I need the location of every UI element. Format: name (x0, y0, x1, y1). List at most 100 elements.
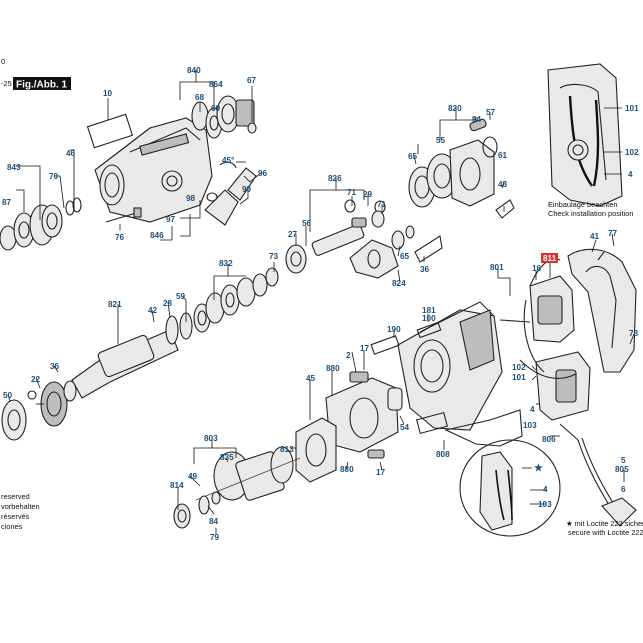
callout-16: 16 (532, 264, 542, 273)
callout-17a: 17 (360, 344, 370, 353)
callout-61: 61 (498, 151, 508, 160)
callout-843: 843 (7, 163, 21, 172)
callout-41: 41 (590, 232, 600, 241)
callout-50: 50 (3, 391, 13, 400)
installation-inset (547, 63, 623, 207)
callout-811-highlight: 811 (541, 253, 558, 263)
callout-811: 811 (543, 254, 557, 263)
callout-97: 97 (166, 215, 176, 224)
guide-tube-set (285, 199, 443, 279)
page-code: -25 (1, 79, 12, 88)
callout-6: 6 (621, 485, 626, 494)
switch-housing (499, 275, 591, 421)
callout-102b: 102 (512, 363, 526, 372)
install-note-en: Check installation position (548, 209, 633, 218)
callout-59: 59 (176, 292, 186, 301)
callout-880a: 880 (326, 364, 340, 373)
gear-head-housing (94, 117, 213, 223)
callout-46: 46 (66, 149, 76, 158)
callout-29: 29 (363, 190, 373, 199)
callout-94: 94 (472, 115, 482, 124)
callout-42: 42 (148, 306, 158, 315)
callout-864: 864 (209, 80, 223, 89)
callout-801: 801 (490, 263, 504, 272)
armature (195, 446, 301, 501)
chuck-parts-left (0, 197, 82, 251)
callout-880b: 880 (340, 465, 354, 474)
callout-65a: 65 (400, 252, 410, 261)
callout-10: 10 (103, 89, 113, 98)
callout-36b: 36 (50, 362, 60, 371)
callout-821: 821 (108, 300, 122, 309)
label-plate-10 (86, 113, 134, 149)
callout-56: 56 (302, 219, 312, 228)
callout-17b: 17 (376, 468, 386, 477)
callout-54: 54 (400, 423, 410, 432)
callout-826: 826 (328, 174, 342, 183)
callout-806: 806 (542, 435, 556, 444)
callout-190: 190 (387, 325, 401, 334)
callout-832: 832 (219, 259, 233, 268)
callout-4c: 4 (543, 485, 548, 494)
callout-805: 805 (615, 465, 629, 474)
install-note-de: Einbaulage beachten (548, 200, 617, 209)
callout-77: 77 (608, 229, 618, 238)
callout-67: 67 (247, 76, 257, 85)
callout-70: 70 (49, 172, 59, 181)
callout-55: 55 (436, 136, 446, 145)
fig-label: Fig./Abb. 1 (16, 80, 68, 91)
callout-78: 78 (629, 329, 639, 338)
callout-99: 99 (242, 185, 252, 194)
callout-22: 22 (31, 375, 41, 384)
callout-98: 98 (186, 194, 196, 203)
loctite-inset (459, 439, 561, 537)
callout-181: 181 (422, 306, 436, 315)
gear-ring-parts (1, 380, 77, 441)
callout-71b: 71 (377, 200, 387, 209)
callout-102a: 102 (625, 148, 639, 157)
callout-813: 813 (280, 445, 294, 454)
callout-71a: 71 (347, 188, 357, 197)
callout-101a: 101 (625, 104, 639, 113)
callout-27: 27 (288, 230, 298, 239)
callout-68: 68 (195, 93, 205, 102)
callout-808: 808 (436, 450, 450, 459)
callout-100: 100 (422, 314, 436, 323)
callout-814: 814 (170, 481, 184, 490)
power-cable (559, 423, 637, 527)
motor-housing (397, 301, 523, 447)
callout-28: 28 (163, 299, 173, 308)
callout-48: 48 (498, 180, 508, 189)
callout-76: 76 (115, 233, 125, 242)
callout-2: 2 (346, 351, 351, 360)
fig-label-box: Fig./Abb. 1 (13, 77, 71, 91)
callout-star: ★ (534, 463, 543, 474)
callout-846: 846 (150, 231, 164, 240)
callout-840: 840 (187, 66, 201, 75)
reserved-line-2: vorbehalten (1, 502, 40, 511)
callout-4a: 4 (628, 170, 633, 179)
corner-char: 0 (1, 57, 5, 66)
callout-69: 69 (211, 104, 221, 113)
callout-79: 79 (210, 533, 220, 542)
clamping-set (191, 95, 257, 139)
leader-lines (7, 70, 635, 534)
callout-5: 5 (621, 456, 626, 465)
callout-103a: 103 (523, 421, 537, 430)
callout-49: 49 (188, 472, 198, 481)
callout-96: 96 (258, 169, 268, 178)
fastener-parts (105, 161, 257, 226)
callout-87: 87 (2, 198, 12, 207)
callout-824: 824 (392, 279, 406, 288)
reserved-line-1: reserved (1, 492, 30, 501)
callout-36a: 36 (420, 265, 430, 274)
fan-bracket (295, 417, 337, 483)
callout-835: 835 (220, 453, 234, 462)
part-callouts: 840 864 67 68 69 10 843 70 87 46 45° 96 … (2, 66, 639, 542)
reserved-line-3: réservés (1, 512, 30, 521)
reserved-line-4: ciones (1, 522, 23, 531)
callout-103b: 103 (538, 500, 552, 509)
callout-45deg: 45° (222, 156, 234, 165)
callout-73: 73 (269, 252, 279, 261)
